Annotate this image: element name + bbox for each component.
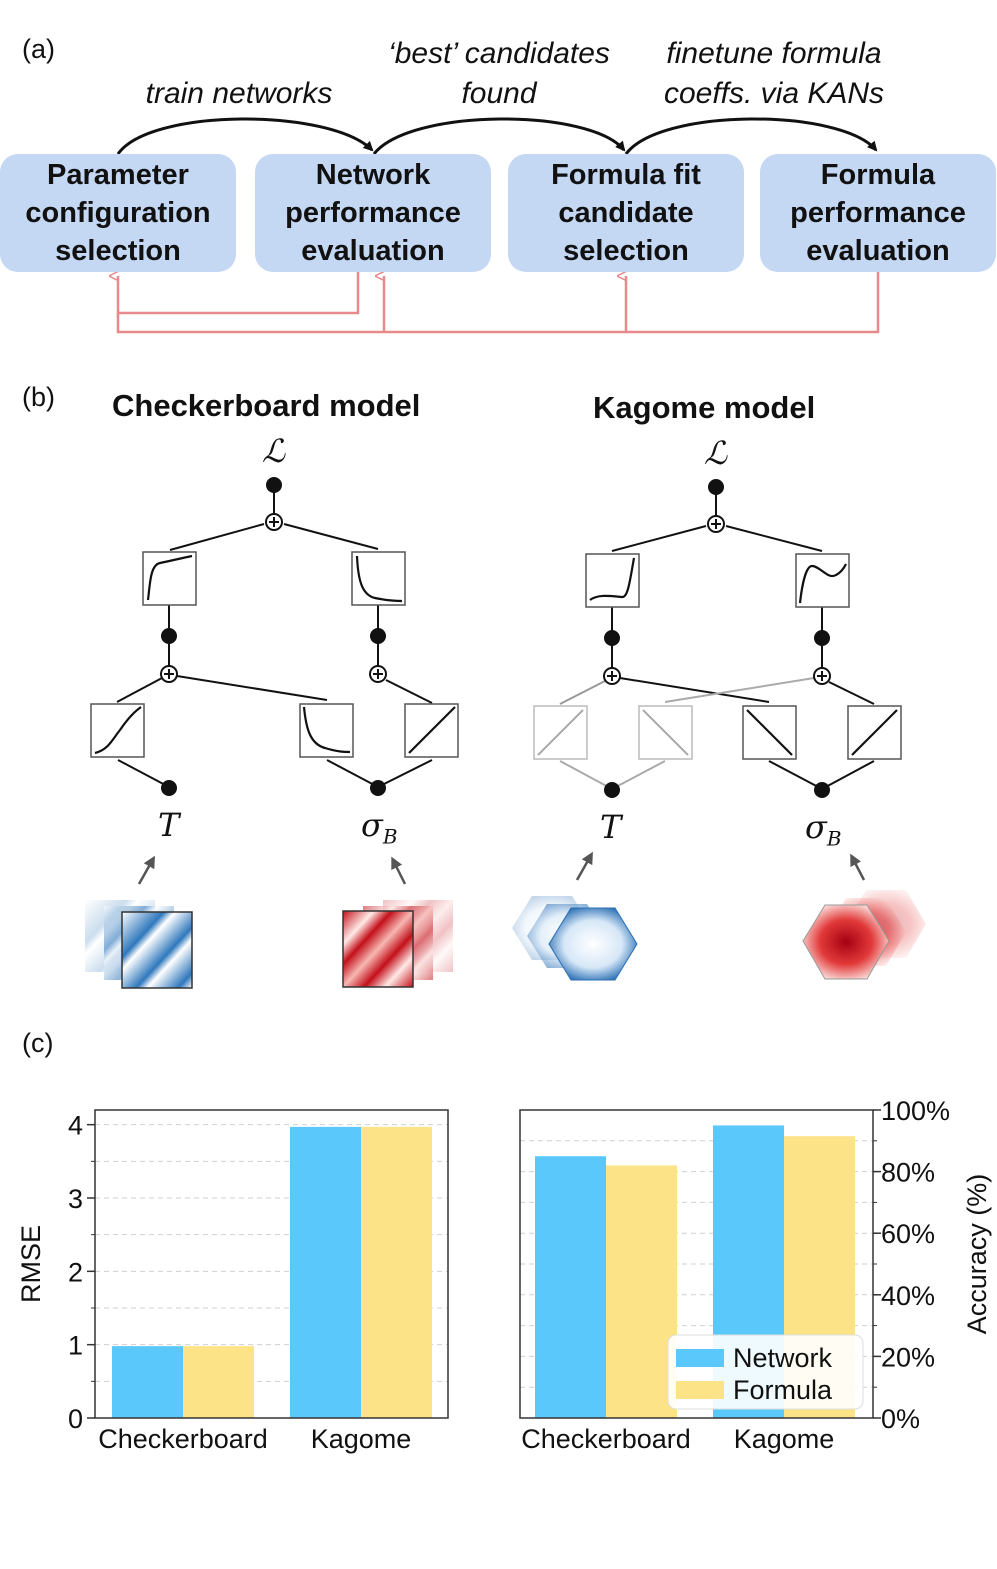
y-tick-label: 2 [68,1257,83,1287]
bar-network-kagome [290,1126,361,1418]
plot-frame [94,1109,449,1419]
y-tick-label: 20% [881,1342,935,1372]
box-parameter-selection: Parameter configuration selection [0,154,236,272]
checkerboard-input-sigma: σB [361,806,398,849]
x-tick-label: Kagome [734,1424,835,1454]
step-best-candidates: ‘best’ candidates found [388,37,610,110]
bar-formula-checkerboard [606,1165,677,1418]
y-tick-label: 40% [881,1281,935,1311]
x-tick-label: Checkerboard [98,1424,268,1454]
box-formula-evaluation: Formula performance evaluation [760,154,996,272]
kagome-output-label: ℒ [704,434,728,472]
workflow-arrows [0,117,880,334]
feedback-line-2 [116,272,880,334]
y-tick-label: 60% [881,1219,935,1249]
legend-swatch-network [676,1349,724,1367]
x-tick-label: Checkerboard [521,1424,691,1454]
box-network-evaluation: Network performance evaluation [255,154,491,272]
feedback-line-1 [118,272,360,315]
panel-label-b: (b) [22,382,55,412]
x-tick-label: Kagome [311,1424,412,1454]
bar-network-checkerboard [112,1346,183,1418]
legend-label-network: Network [733,1343,833,1373]
arrow-best-candidates [372,117,626,155]
kagome-title: Kagome model [593,390,816,425]
y-axis-label: Accuracy (%) [962,1174,992,1335]
kagome-input-t: T [600,808,622,846]
checkerboard-output-label: ℒ [262,432,286,470]
kagome-network [512,479,926,981]
y-tick-label: 1 [68,1331,83,1361]
kan-diagrams [85,477,926,989]
checkerboard-input-t: T [158,806,180,844]
y-tick-label: 0 [68,1404,83,1434]
y-tick-label: 100% [881,1096,950,1126]
bar-formula-kagome [361,1126,432,1418]
y-tick-label: 0% [881,1404,920,1434]
y-axis-label: RMSE [16,1225,46,1303]
y-tick-label: 80% [881,1158,935,1188]
checkerboard-title: Checkerboard model [112,388,421,423]
step-finetune-formula: finetune formula coeffs. via KANs [663,37,885,110]
arrow-finetune [624,117,878,155]
panel-label-a: (a) [22,34,55,64]
output-node [266,477,282,493]
checkerboard-network [85,477,459,989]
y-tick-label: 3 [68,1184,83,1214]
box-formula-candidate: Formula fit candidate selection [508,154,744,272]
y-tick-label: 4 [68,1111,83,1141]
bar-network-checkerboard [535,1156,606,1418]
step-train-networks: train networks [145,77,333,110]
legend-label-formula: Formula [733,1375,833,1405]
kagome-input-sigma: σB [805,808,842,851]
arrow-train-networks [116,117,374,155]
bar-formula-checkerboard [183,1346,254,1418]
panel-label-c: (c) [22,1028,54,1058]
legend-swatch-formula [676,1381,724,1399]
